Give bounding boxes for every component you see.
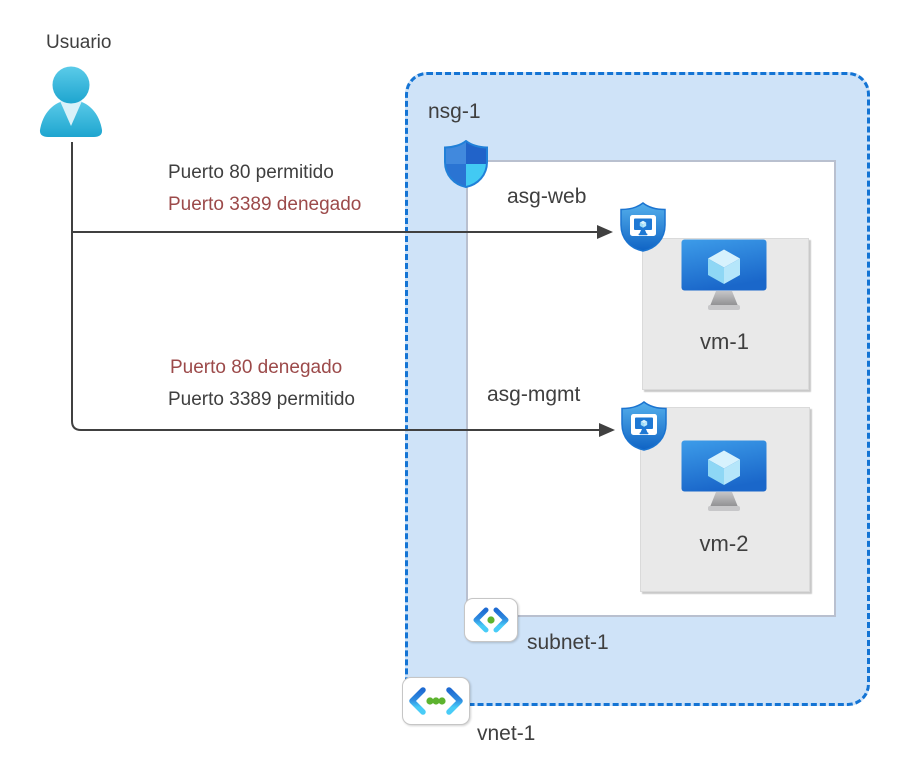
asg-mgmt-label: asg-mgmt xyxy=(487,383,581,406)
vnet-label: vnet-1 xyxy=(477,722,536,745)
vm1-monitor-icon xyxy=(681,239,767,310)
rule-port80-allowed: Puerto 80 permitido xyxy=(168,162,334,183)
rule-port3389-allowed: Puerto 3389 permitido xyxy=(168,389,355,410)
user-label: Usuario xyxy=(46,32,112,53)
rule-port80-denied: Puerto 80 denegado xyxy=(170,357,343,378)
asg-web-shield-icon xyxy=(620,202,666,252)
asg-mgmt-shield-icon xyxy=(621,401,667,451)
user-icon xyxy=(39,66,103,137)
nsg-label: nsg-1 xyxy=(428,100,481,123)
vm1-label: vm-1 xyxy=(700,329,749,354)
subnet-brackets-glyph xyxy=(473,607,509,633)
subnet-icon xyxy=(464,598,518,642)
vnet-brackets-glyph xyxy=(409,687,463,715)
vm2-label: vm-2 xyxy=(699,531,749,556)
nsg-shield-icon xyxy=(444,140,488,188)
asg-web-label: asg-web xyxy=(507,185,587,208)
vnet-icon xyxy=(402,677,470,725)
subnet-label: subnet-1 xyxy=(527,631,609,654)
vm2-monitor-icon xyxy=(681,440,767,511)
rule-port3389-denied: Puerto 3389 denegado xyxy=(168,194,362,215)
